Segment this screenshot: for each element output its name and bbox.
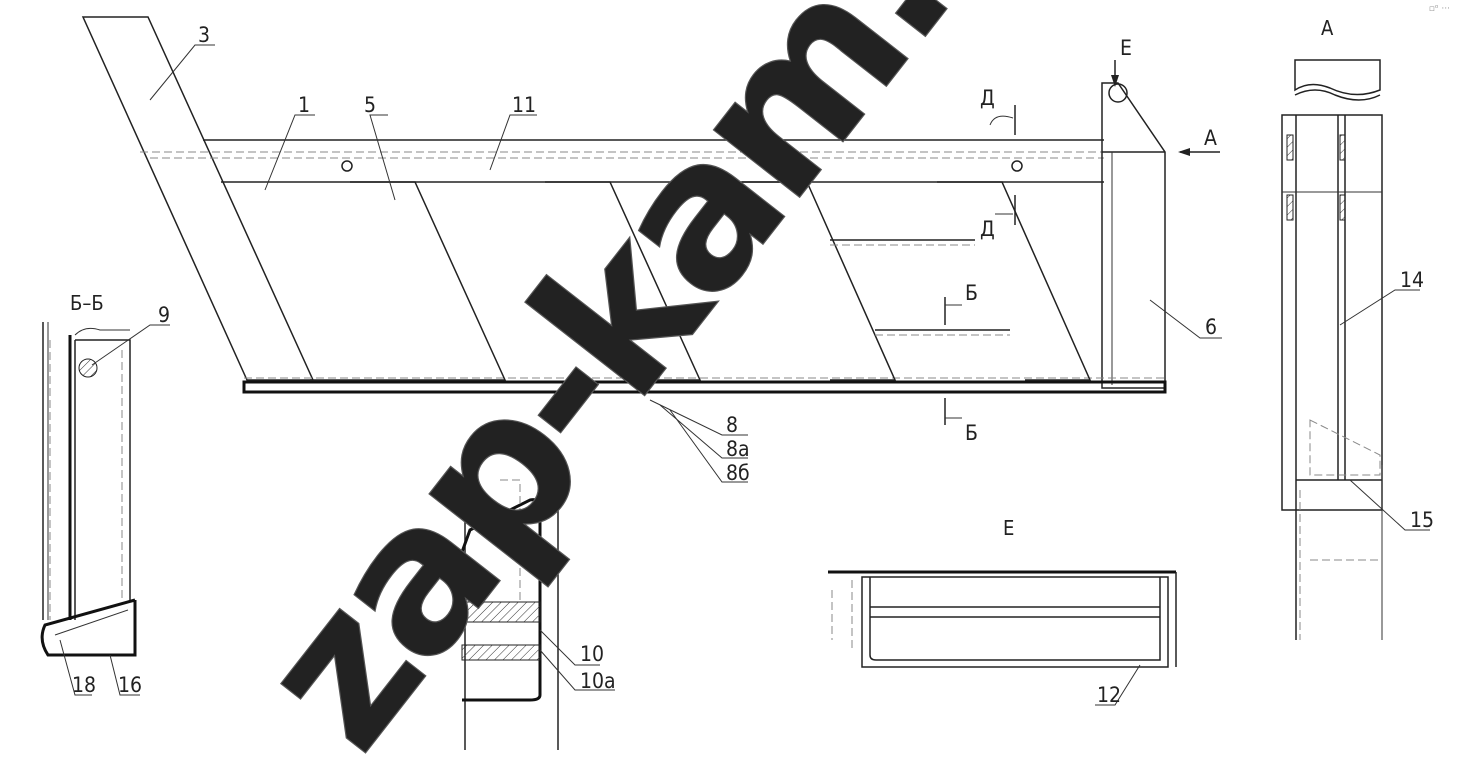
section-bb-title: Б–Б (70, 291, 104, 315)
section-dd: Д–Д 10 10а (460, 423, 616, 750)
callout-8b: 8б (726, 461, 750, 485)
callout-8a: 8а (726, 437, 750, 461)
callout-6: 6 (1205, 315, 1217, 339)
section-dd-title: Д–Д (495, 423, 532, 447)
bottom-rail (242, 380, 1167, 394)
marker-e: Е (1120, 36, 1132, 60)
callout-8: 8 (726, 413, 738, 437)
marker-b-bottom: Б (965, 421, 978, 445)
main-view (81, 16, 1167, 394)
callout-15: 15 (1410, 508, 1434, 532)
callout-10a: 10а (580, 669, 616, 693)
end-post (1101, 82, 1166, 389)
rivet-section (78, 358, 98, 378)
main-callouts: 3 1 5 11 6 8 8а 8б (149, 23, 1222, 485)
diagonal-beam (81, 16, 315, 381)
marker-b-top: Б (965, 281, 978, 305)
view-e-title: Е (1003, 516, 1014, 540)
hatched-plate-top (461, 601, 541, 623)
callout-1: 1 (298, 93, 310, 117)
view-e: Е 12 (828, 516, 1177, 707)
callout-16: 16 (118, 673, 142, 697)
section-bb: Б–Б 9 18 16 (40, 291, 170, 697)
callout-9: 9 (158, 303, 170, 327)
rivet-left (341, 160, 353, 172)
callout-11: 11 (512, 93, 536, 117)
diagonal-slats (310, 181, 1092, 381)
view-a: А 14 15 (1281, 16, 1434, 640)
marker-d-top: Д (980, 86, 995, 110)
marker-d-bottom: Д (980, 217, 995, 241)
corner-mark: ▫ᵒ ··· (1428, 4, 1450, 14)
callout-5: 5 (364, 93, 376, 117)
callout-12: 12 (1097, 683, 1121, 707)
rivet-right (1011, 160, 1023, 172)
callout-3: 3 (198, 23, 210, 47)
section-markers: А Е Д Д Б Б (944, 36, 1220, 445)
detail-e-circle (1108, 83, 1128, 103)
callout-10: 10 (580, 642, 604, 666)
view-a-title: А (1321, 16, 1334, 40)
marker-a: А (1204, 126, 1217, 150)
hatched-plate-bottom (461, 644, 541, 661)
callout-18: 18 (72, 673, 96, 697)
callout-14: 14 (1400, 268, 1424, 292)
